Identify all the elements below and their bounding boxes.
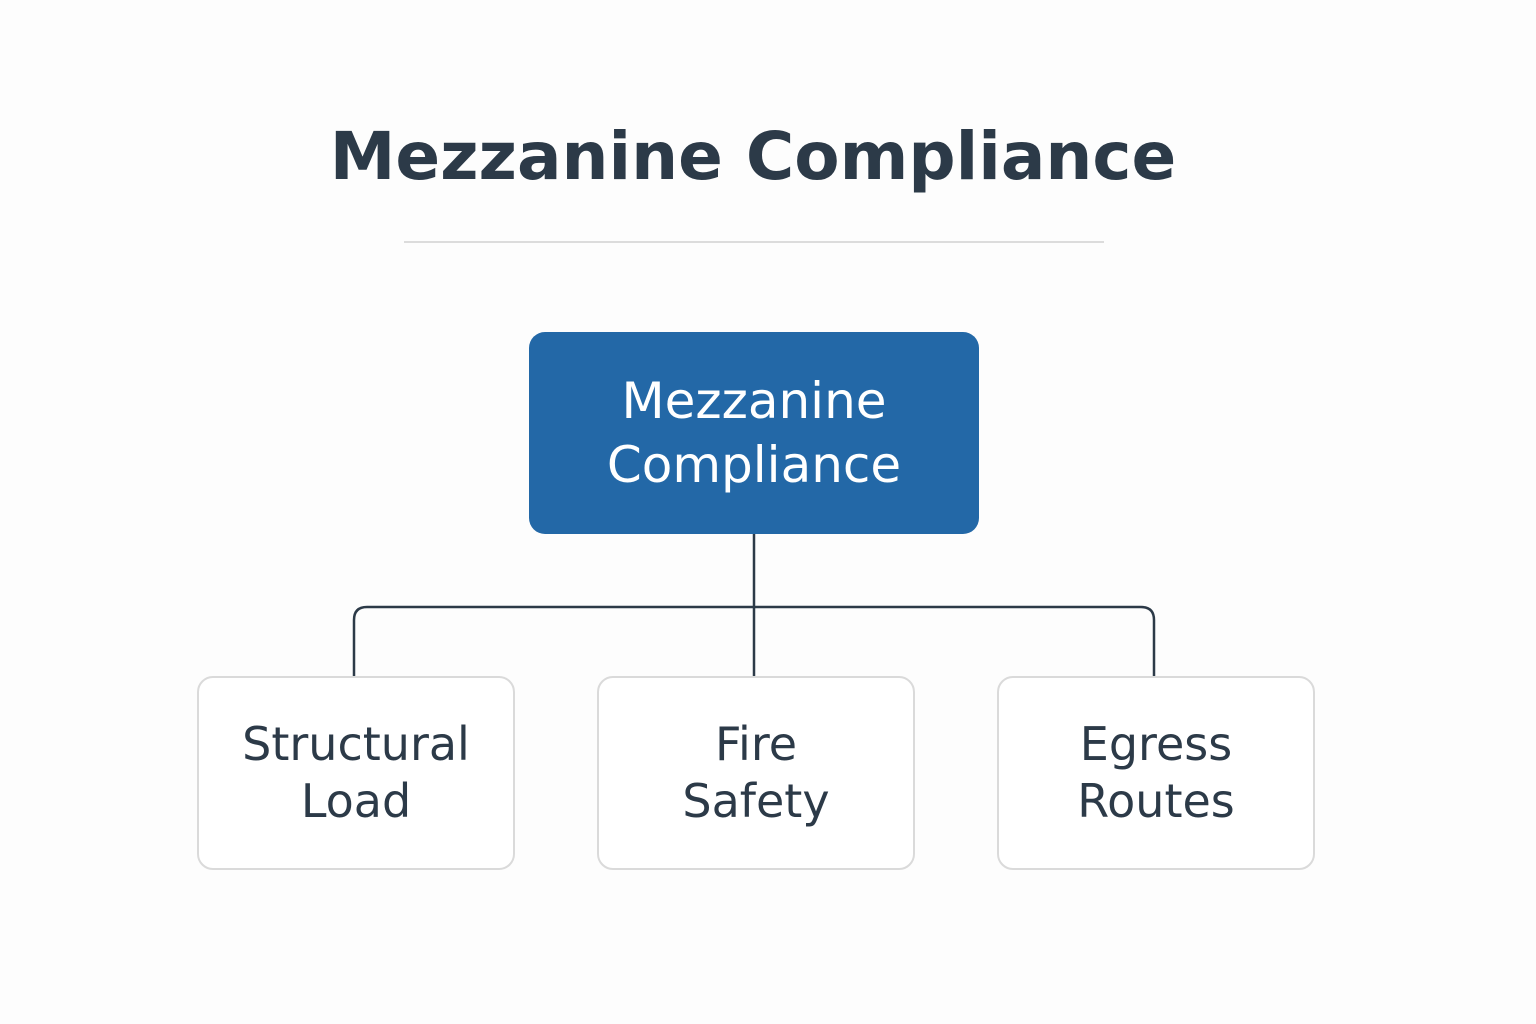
root-line2: Compliance	[606, 436, 902, 494]
root-line1: Mezzanine	[621, 372, 887, 430]
child-line2: Safety	[682, 774, 830, 828]
page-title: Mezzanine Compliance	[329, 118, 1177, 195]
child-line2: Routes	[1077, 774, 1235, 828]
title-divider	[404, 241, 1104, 243]
child-line1: Egress	[1079, 717, 1233, 771]
child-line2: Load	[300, 774, 412, 828]
child-line1: Fire	[714, 717, 798, 771]
child-line1: Structural	[242, 717, 470, 771]
